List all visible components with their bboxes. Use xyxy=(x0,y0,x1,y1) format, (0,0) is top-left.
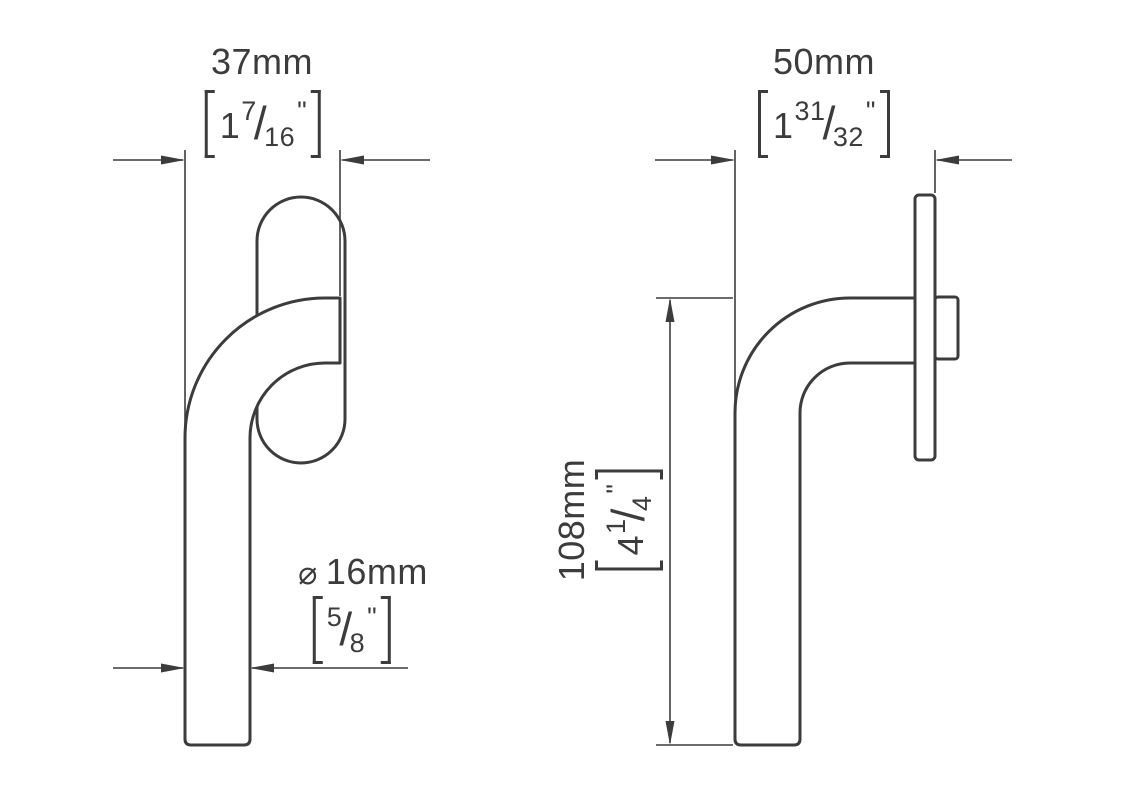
bracket-left-icon xyxy=(312,596,323,664)
front-handle-tube xyxy=(183,296,342,747)
imperial-whole: 1 xyxy=(219,105,241,146)
imperial-whole: 4 xyxy=(610,534,651,556)
side-width-metric-label: 50mm xyxy=(773,44,875,80)
bracket-right-icon xyxy=(595,469,663,480)
fraction-slash-icon: / xyxy=(339,603,353,656)
front-width-arrow-right xyxy=(340,155,364,165)
front-width-arrow-left xyxy=(161,155,185,165)
bracket-left-icon xyxy=(204,90,215,158)
inch-mark: " xyxy=(865,95,876,126)
imperial-numerator: 31 xyxy=(794,95,826,126)
dimension-annotations xyxy=(113,150,1012,746)
side-width-arrow-right xyxy=(935,155,959,165)
front-diameter-imperial-label: 5 / 8 " xyxy=(312,596,392,664)
side-rosette-plate xyxy=(913,193,937,462)
bracket-right-icon xyxy=(311,90,322,158)
side-height-imperial-label: 4 1 / 4 " xyxy=(595,469,663,571)
bracket-left-icon xyxy=(595,560,663,571)
side-width-arrow-left xyxy=(711,155,735,165)
imperial-numerator: 7 xyxy=(241,95,257,126)
imperial-numerator: 5 xyxy=(326,601,343,632)
imperial-denominator: 16 xyxy=(264,121,296,152)
imperial-denominator: 4 xyxy=(626,495,657,512)
inch-mark: " xyxy=(297,95,308,126)
front-diameter-metric-label: ⌀ 16mm xyxy=(298,554,428,590)
imperial-denominator: 32 xyxy=(832,121,864,152)
front-width-metric-value: 37mm xyxy=(210,41,314,82)
front-view xyxy=(183,195,347,747)
front-width-imperial-label: 1 7 / 16 " xyxy=(204,90,322,158)
front-diameter-arrow-right xyxy=(250,663,274,673)
bracket-left-icon xyxy=(758,90,768,158)
diameter-icon: ⌀ xyxy=(298,554,318,592)
side-height-arrow-top xyxy=(665,298,675,322)
bracket-right-icon xyxy=(381,596,392,664)
side-spindle-hub xyxy=(933,295,960,361)
fraction-slash-icon: / xyxy=(822,97,836,150)
side-view xyxy=(733,193,960,747)
side-height-metric-label: 108mm xyxy=(551,458,592,582)
imperial-denominator: 8 xyxy=(349,627,366,658)
front-width-metric-label: 37mm xyxy=(211,44,313,80)
front-diameter-arrow-left xyxy=(161,663,185,673)
side-handle-tube xyxy=(733,296,917,747)
inch-mark: " xyxy=(367,601,378,632)
side-width-metric-value: 50mm xyxy=(772,41,876,82)
inch-mark: " xyxy=(600,483,631,494)
side-height-arrow-bottom xyxy=(665,721,675,745)
imperial-whole: 1 xyxy=(773,105,794,146)
front-diameter-metric-value: 16mm xyxy=(325,551,428,592)
bracket-right-icon xyxy=(880,90,890,158)
side-width-imperial-label: 1 31 / 32 " xyxy=(758,90,890,158)
fraction-slash-icon: / xyxy=(253,97,268,150)
side-height-metric-value: 108mm xyxy=(551,458,592,582)
